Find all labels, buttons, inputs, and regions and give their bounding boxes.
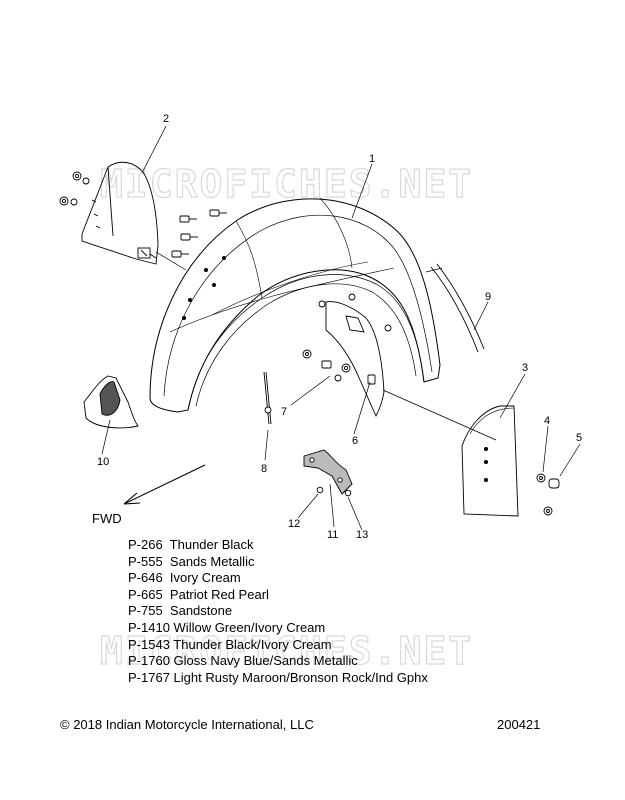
- part-11-bracket: [303, 449, 353, 495]
- fender-inner-bracket: [318, 293, 392, 418]
- callout-4: 4: [544, 415, 550, 427]
- forward-arrow-icon: [123, 464, 206, 505]
- color-code-item: P-555 Sands Metallic: [128, 553, 255, 569]
- part-6-screw: [367, 374, 376, 385]
- color-code-item: P-1760 Gloss Navy Blue/Sands Metallic: [128, 653, 358, 669]
- callout-12: 12: [288, 518, 300, 530]
- watermark-top: MICROFICHES.NET: [100, 162, 473, 206]
- document-number: 200421: [497, 717, 541, 732]
- callout-2: 2: [163, 113, 169, 125]
- part-1-fender: [149, 197, 441, 413]
- callout-10: 10: [97, 456, 109, 468]
- copyright-notice: © 2018 Indian Motorcycle International, …: [60, 717, 314, 732]
- color-code-item: P-755 Sandstone: [128, 603, 233, 619]
- callout-13: 13: [356, 529, 368, 541]
- part-10-reflector: [83, 375, 139, 429]
- color-code-item: P-646 Ivory Cream: [128, 570, 241, 586]
- part-3-fender-tip: [461, 405, 519, 517]
- part-8-rod: [263, 371, 272, 425]
- part-2-nuts: [59, 171, 90, 206]
- mounting-bolts: [171, 209, 227, 258]
- color-code-item: P-665 Patriot Red Pearl: [128, 586, 269, 602]
- color-code-list: P-266 Thunder Black P-555 Sands Metallic…: [128, 537, 428, 686]
- color-code-item: P-1767 Light Rusty Maroon/Bronson Rock/I…: [128, 669, 428, 685]
- color-code-item: P-266 Thunder Black: [128, 537, 254, 552]
- callout-5: 5: [576, 432, 582, 444]
- callout-1: 1: [369, 153, 375, 165]
- callout-9: 9: [485, 291, 491, 303]
- part-2-fender-tip: [81, 161, 159, 265]
- color-code-item: P-1543 Thunder Black/Ivory Cream: [128, 636, 332, 652]
- part-4-nuts: [536, 473, 553, 516]
- callout-6: 6: [352, 435, 358, 447]
- color-code-item: P-1410 Willow Green/Ivory Cream: [128, 619, 326, 635]
- leader-lines: [101, 125, 581, 531]
- callout-3: 3: [522, 362, 528, 374]
- part-9-strip: [425, 263, 485, 353]
- callout-8: 8: [261, 463, 267, 475]
- callout-7: 7: [281, 406, 287, 418]
- part-12-13-nuts: [316, 486, 352, 497]
- watermark-bottom: MICROFICHES.NET: [100, 629, 473, 673]
- part-7-fasteners: [302, 349, 351, 382]
- callout-11: 11: [327, 529, 338, 541]
- part-5-caps: [548, 478, 560, 489]
- direction-label: FWD: [92, 511, 122, 526]
